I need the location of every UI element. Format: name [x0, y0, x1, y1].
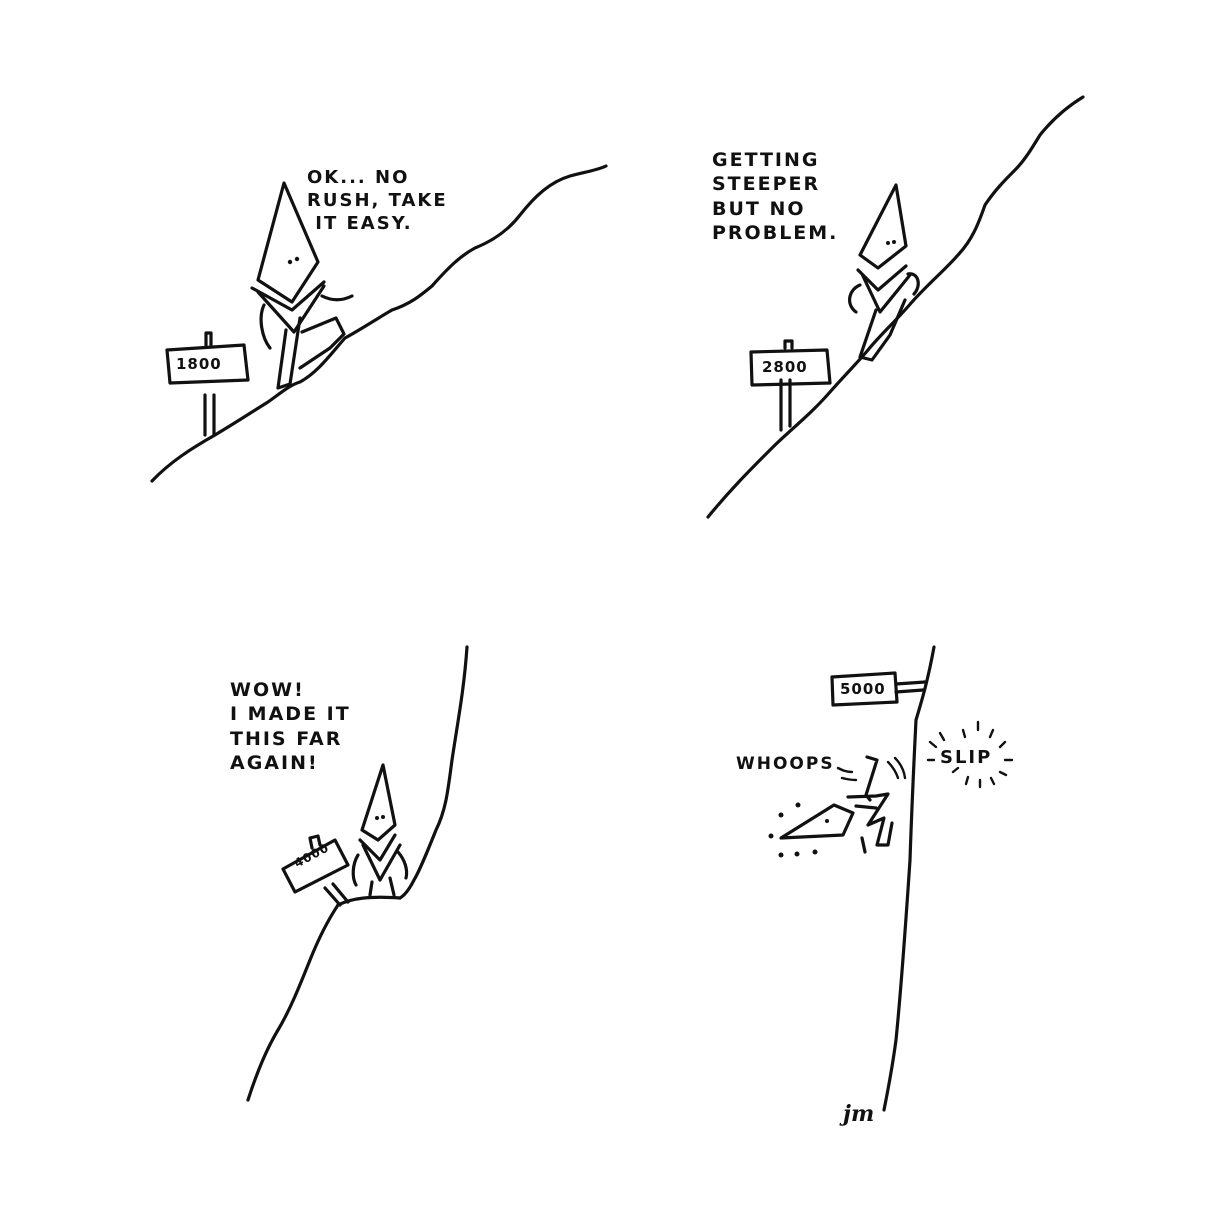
artist-signature: jm: [843, 1101, 875, 1127]
panel-2-speech: GETTiNG STEEPER BUT NO PROBLEM.: [712, 149, 839, 244]
panel-4-exclamation: WHOOPS: [736, 754, 835, 774]
panel-3-speech: WOW! I MADE iT THiS FAR AGAiN!: [230, 679, 351, 774]
panel-2-sign-text: 2800: [762, 358, 808, 376]
panel-1-speech: OK... NO RUSH, TAKE iT EASY.: [307, 167, 448, 235]
panel-4-sign-text: 5000: [840, 680, 886, 698]
panel-4-sound-effect: SLiP: [940, 747, 993, 768]
panel-1-sign-text: 1800: [176, 355, 222, 373]
